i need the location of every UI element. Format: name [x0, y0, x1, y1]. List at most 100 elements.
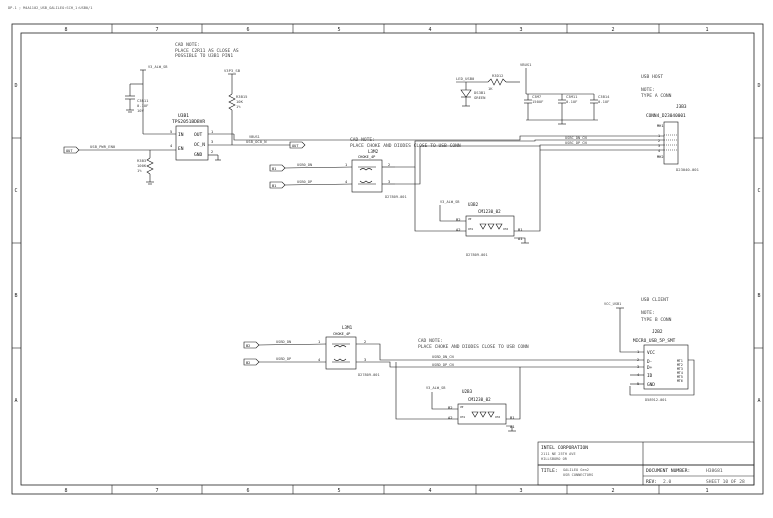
j2b2-gnd: GND — [647, 382, 655, 388]
u3b1-pin5: 5 — [170, 130, 172, 134]
l3m1-ref: L3M1 — [342, 325, 353, 330]
row-label-b: B — [14, 293, 17, 299]
l3m1-code: D27809-001 — [358, 373, 380, 377]
sheet-number: SHEET 10 OF 28 — [706, 479, 745, 485]
usb-client-note: NOTE: — [641, 310, 655, 316]
l3m1-part: CHOKE_4P — [333, 332, 350, 336]
cad-note-1-line1: PLACE C2R11 AS CLOSE AS — [175, 48, 239, 54]
l3m2-code: D27809-001 — [385, 195, 407, 199]
net-v3-alw-sb: V3_ALW_SB — [148, 65, 167, 69]
esd-u3b2 — [465, 215, 515, 237]
offpage-oc-flag — [289, 141, 306, 149]
c3r11-value: 0.1UF — [137, 103, 149, 108]
j2b2-mt5: MT5 — [677, 375, 683, 379]
col-label-7: 7 — [155, 27, 158, 33]
u2b3-diodes — [471, 411, 495, 418]
col-label-5-bottom: 5 — [337, 488, 340, 494]
l3m1-pin4: 4 — [318, 358, 320, 362]
net-usbc-dp: USBC_DP_CN — [565, 141, 587, 145]
chip-u3b1 — [175, 125, 209, 161]
r3b15-value: 10K — [236, 99, 244, 104]
u3b2-a2: A2 — [456, 227, 461, 232]
u3b2-code: D27809-001 — [466, 253, 488, 257]
offpage-pwr-en-flag — [63, 146, 80, 154]
u3b2-ch1: CH1 — [468, 227, 473, 231]
resistor-r3b15 — [208, 73, 290, 146]
row-label-c: C — [14, 188, 17, 194]
rev-value: 2.0 — [663, 479, 672, 485]
u3b2-b1-wire — [514, 146, 541, 232]
u2b3-b2: B2 — [448, 405, 453, 410]
u2b3-vp: VP — [460, 405, 464, 409]
vbus-wire — [233, 134, 664, 141]
u2b3-a2: A2 — [448, 415, 453, 420]
net-usb-vcc: VBUS1 — [249, 135, 260, 139]
esd-u2b3 — [457, 403, 507, 425]
u3b2-a1: A1 — [518, 236, 523, 241]
flag-b4-label: B2 — [246, 361, 250, 365]
l3m2-ref: L3M2 — [368, 149, 379, 154]
cad-note-1-title: CAD NOTE: — [175, 42, 200, 48]
j2b2-shield-wire — [629, 359, 695, 396]
net-usb-pwr-en: USB_PWR_EN0 — [90, 144, 116, 149]
j2b2-mt3: MT3 — [677, 367, 683, 371]
file-path-header: DP-1 ; M4A1102_USB_GALILEO:SCH_1:USB0/1 — [8, 6, 93, 10]
net-usbd-dn-cn: USBD_DN_CN — [432, 355, 454, 359]
j2b2-mt4: MT4 — [677, 371, 683, 375]
u3b1-pin-oc: OC_N — [194, 142, 205, 148]
net-vbus1: VBUS1 — [520, 62, 532, 67]
u3b2-vp: VP — [468, 217, 472, 221]
net-usbd-dn: USBD_DN — [276, 340, 291, 344]
choke-l3m1 — [325, 336, 357, 370]
col-label-1: 1 — [705, 27, 708, 33]
usb-host-title: USB HOST — [641, 74, 663, 80]
vbus-caps — [524, 68, 598, 125]
col-label-4-bottom: 4 — [428, 488, 431, 494]
usb-client-type: TYPE B CONN — [641, 317, 672, 323]
usbd-dp-cn-wire — [356, 361, 644, 368]
cad-note-3-line: PLACE CHOKE AND DIODES CLOSE TO USB CONN — [418, 344, 529, 350]
u3b2-power-net: V3_ALW_SB — [440, 200, 459, 204]
j3b3-pin2: 2 — [658, 139, 660, 143]
usb-host-type: TYPE A CONN — [641, 93, 672, 99]
j3b3-part: CONN4_D23040001 — [646, 113, 686, 119]
col-label-2-bottom: 2 — [611, 488, 614, 494]
u3b2-part: CM1230_02 — [478, 209, 501, 214]
j2b2-vcc: VCC — [647, 350, 655, 356]
u3b1-pin1: 1 — [211, 130, 213, 134]
net-v3p3-sb: V3P3_SB — [224, 68, 241, 73]
u2b3-a1: A1 — [510, 424, 515, 429]
c3m7-ref: C3M7 — [532, 94, 541, 99]
docnum-label: DOCUMENT NUMBER: — [646, 468, 690, 474]
col-label-7-bottom: 7 — [155, 488, 158, 494]
j2b2-mt2: MT2 — [677, 363, 683, 367]
choke-l3m2-coils — [358, 166, 376, 185]
r3b15-ref: R3B15 — [236, 94, 247, 99]
col-label-2: 2 — [611, 27, 614, 33]
j2b2-code: D58912-001 — [645, 398, 667, 402]
j3b3-ref: J3B3 — [676, 104, 687, 110]
j2b2-id: ID — [647, 373, 653, 379]
u2b3-gnd-wire — [506, 425, 513, 431]
usbd-dn-cn-wire — [356, 343, 644, 361]
j3b3-pin3: 3 — [658, 144, 660, 148]
r3b15-tol: 1% — [236, 104, 241, 109]
u2b3-part: CM1230_02 — [468, 397, 491, 402]
net-usb0-dn: USB0_DN — [297, 163, 312, 167]
row-label-d: D — [14, 83, 17, 89]
l3m1-pin1: 1 — [318, 340, 320, 344]
col-label-3: 3 — [519, 27, 522, 33]
row-label-a: A — [14, 398, 17, 404]
col-label-6-bottom: 6 — [246, 488, 249, 494]
u3b2-diodes — [479, 223, 503, 230]
cad-note-2-line: PLACE CHOKE AND DIODES CLOSE TO USB CONN — [350, 143, 461, 149]
title-line2: USB CONNECTORS — [563, 473, 593, 477]
net-vcc-usb1: VCC_USB1 — [604, 302, 621, 306]
flag-out-label: OUT — [292, 144, 299, 148]
u3b2-ch2: CH2 — [503, 227, 508, 231]
row-label-d-right: D — [757, 83, 760, 89]
j2b2-vcc-wire — [619, 308, 644, 353]
u2b3-ch2: CH2 — [495, 415, 500, 419]
